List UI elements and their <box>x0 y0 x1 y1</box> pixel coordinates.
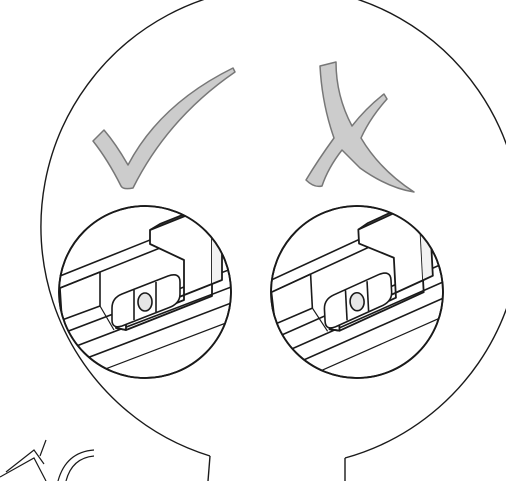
detail-incorrect <box>270 205 444 379</box>
checkmark-icon <box>92 67 236 190</box>
detail-correct <box>58 205 232 379</box>
cross-icon <box>305 61 415 193</box>
hand-fragment <box>0 439 95 481</box>
